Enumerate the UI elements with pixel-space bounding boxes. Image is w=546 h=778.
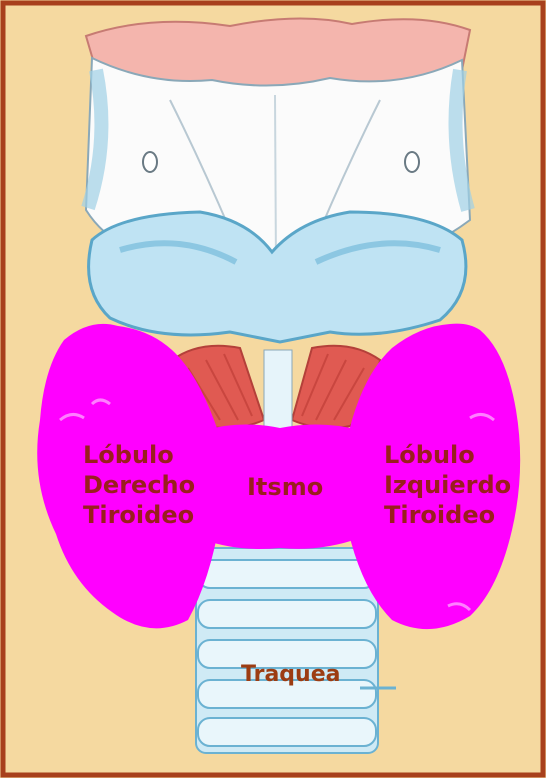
- left-lobe-line-2: Izquierdo: [384, 470, 511, 500]
- right-lobe-label: Lóbulo Derecho Tiroideo: [83, 440, 195, 530]
- right-lobe-line-1: Lóbulo: [83, 440, 195, 470]
- right-lobe-line-3: Tiroideo: [83, 500, 195, 530]
- isthmus-label: Itsmo: [247, 472, 323, 502]
- trachea-label: Traquea: [241, 660, 340, 690]
- left-lobe-line-1: Lóbulo: [384, 440, 511, 470]
- left-lobe-label: Lóbulo Izquierdo Tiroideo: [384, 440, 511, 530]
- left-lobe-line-3: Tiroideo: [384, 500, 511, 530]
- right-lobe-line-2: Derecho: [83, 470, 195, 500]
